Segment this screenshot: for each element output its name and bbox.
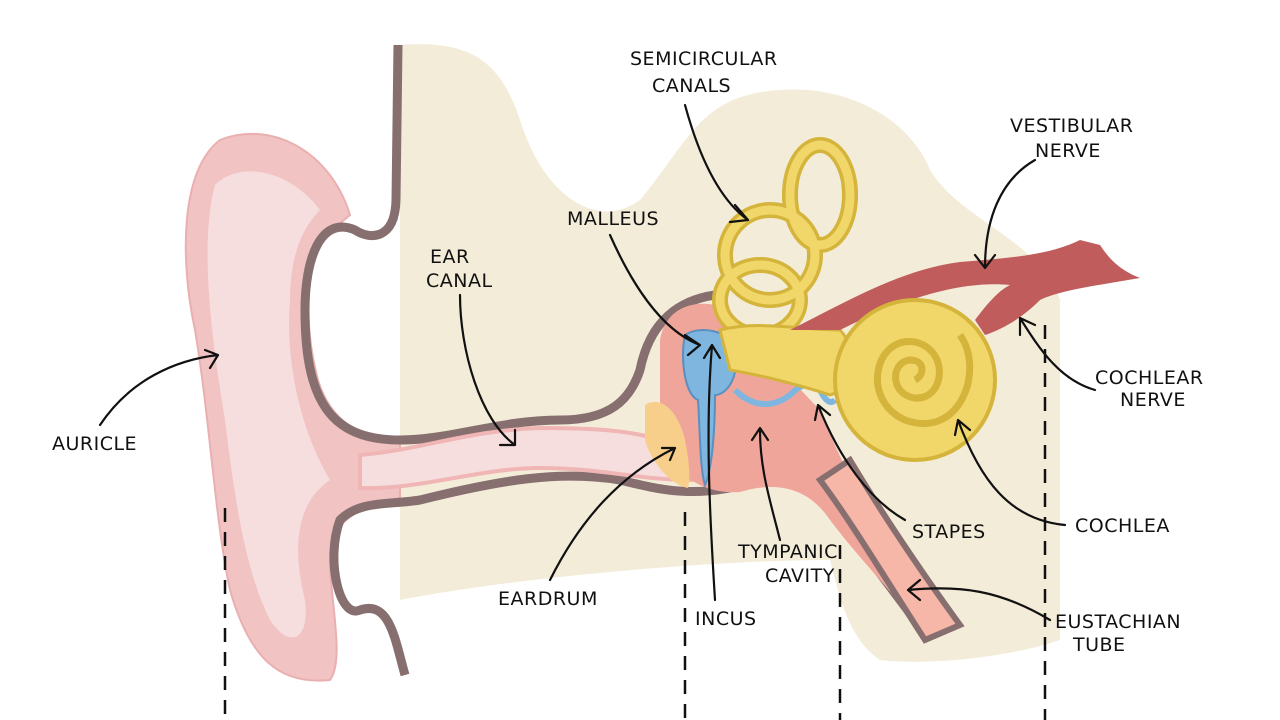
head-outline — [300, 44, 716, 445]
eardrum-shape — [645, 401, 690, 488]
label-auricle: AURICLE — [52, 433, 137, 455]
label-semicircular-canals: SEMICIRCULAR CANALS — [630, 48, 784, 97]
auricle-inner — [207, 171, 330, 638]
label-ear-canal: EAR CANAL — [426, 246, 493, 292]
label-cochlear-nerve: COCHLEAR NERVE — [1095, 367, 1210, 411]
pointer-arrows — [98, 103, 1097, 622]
ear-canal — [358, 425, 695, 491]
label-tympanic-cavity: TYMPANIC CAVITY — [737, 541, 844, 587]
label-vestibular-nerve: VESTIBULAR NERVE — [1010, 115, 1140, 162]
cochlea-shape — [833, 298, 997, 462]
label-eustachian-tube: EUSTACHIAN TUBE — [1055, 611, 1188, 656]
label-malleus: MALLEUS — [567, 208, 659, 230]
label-stapes: STAPES — [912, 521, 986, 543]
label-eardrum: EARDRUM — [498, 588, 598, 610]
label-incus: INCUS — [695, 608, 757, 630]
label-cochlea: COCHLEA — [1075, 515, 1170, 537]
eustachian-tube — [815, 455, 965, 644]
